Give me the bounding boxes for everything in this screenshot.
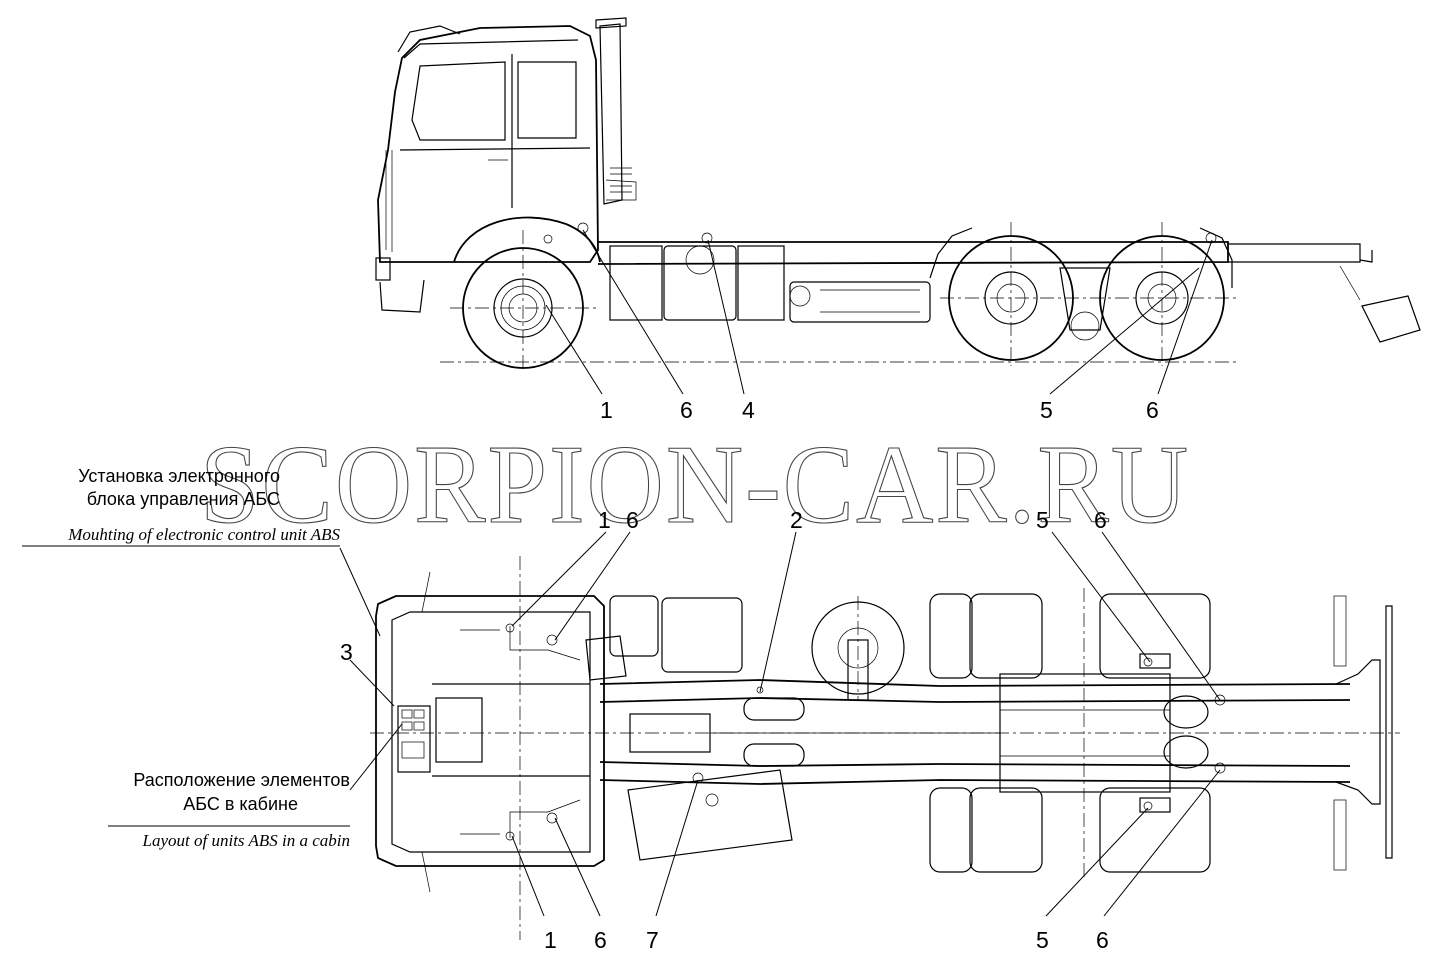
truck-side-view [375, 17, 1421, 395]
callout-top-5: 5 [1036, 507, 1049, 533]
callout-top-2: 2 [790, 507, 803, 533]
caption-cabin-ru-line2: АБС в кабине [183, 794, 298, 814]
truck-top-view [349, 531, 1400, 940]
caption-ecu-en: Mouhting of electronic control unit ABS [67, 525, 340, 544]
callout-side-6: 6 [680, 397, 693, 423]
callout-top-3: 3 [340, 639, 353, 665]
caption-cabin-ru-line1: Расположение элементов [133, 770, 350, 790]
callout-top-6: 6 [626, 507, 639, 533]
callout-side-5: 5 [1040, 397, 1053, 423]
watermark-text: SCORPION-CAR.RU [200, 423, 1190, 547]
callout-side-6b: 6 [1146, 397, 1159, 423]
callout-side-4: 4 [742, 397, 755, 423]
callout-bottom-7: 7 [646, 927, 659, 953]
callout-side-1: 1 [600, 397, 613, 423]
caption-ecu-ru-line1: Установка электронного [78, 466, 280, 486]
callout-top-6b: 6 [1094, 507, 1107, 533]
callout-bottom-6b: 6 [1096, 927, 1109, 953]
callout-bottom-1: 1 [544, 927, 557, 953]
callout-top-1: 1 [598, 507, 611, 533]
caption-cabin-en: Layout of units ABS in a cabin [142, 831, 350, 850]
callout-bottom-5: 5 [1036, 927, 1049, 953]
caption-ecu-ru-line2: блока управления АБС [87, 489, 280, 509]
callout-bottom-6: 6 [594, 927, 607, 953]
